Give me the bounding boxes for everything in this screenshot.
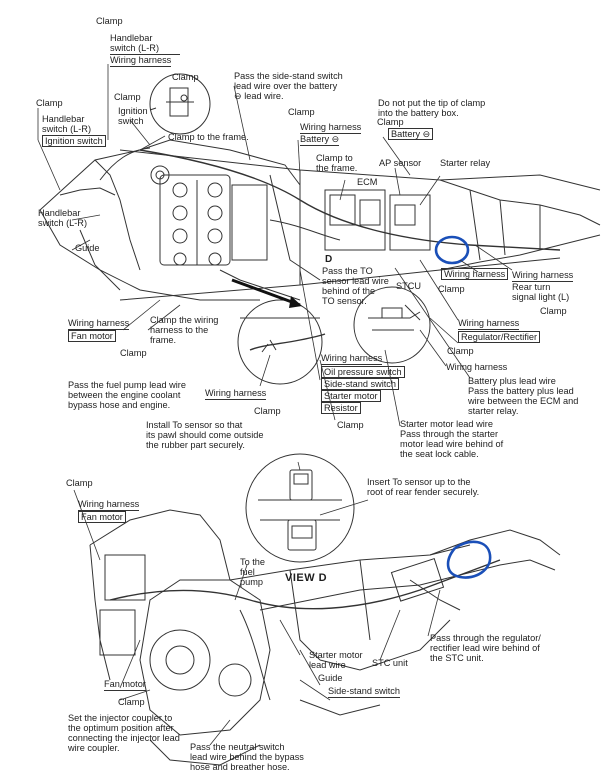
label-clamp-right-top: Clamp	[377, 117, 404, 127]
label-wiring-harness-inset: Wiring harness	[205, 388, 267, 400]
label-wiring-harness-bottom: Wiring harness	[78, 499, 140, 511]
label-view-d: VIEW D	[285, 572, 328, 584]
label-clamp-reg: Clamp	[447, 346, 474, 356]
label-ecm: ECM	[357, 177, 378, 187]
view-d-inset	[245, 453, 355, 563]
label-ignition-switch: Ignition switch	[118, 106, 148, 126]
label-oil-pressure-switch: Oil pressure switch	[321, 366, 405, 378]
arrow-head	[289, 296, 302, 308]
label-battery-minus-mid: Battery ⊖	[300, 134, 340, 146]
label-fan-motor-bottom: Fan motor	[78, 511, 126, 523]
label-clamp-to-frame-1: Clamp to the frame.	[168, 132, 249, 142]
inset-clamp-ignition	[149, 73, 211, 135]
label-wiring-harness-rear: Wiring harness	[441, 268, 509, 280]
label-to-sensor-install: Install To sensor so that its pawl shoul…	[146, 420, 264, 450]
label-insert-to-sensor: Insert To sensor up to the root of rear …	[367, 477, 480, 497]
label-wiring-harness-reg2: Wiring harness	[446, 362, 508, 372]
top-frame-drawing	[39, 139, 601, 301]
label-clamp-lower: Clamp	[118, 697, 145, 707]
label-clamp-to-frame-2: Clamp to the frame.	[316, 153, 358, 173]
label-stcu: STCU	[396, 281, 422, 291]
label-neutral-switch-note: Pass the neutral switch lead wire behind…	[190, 742, 304, 772]
label-rear-turn-signal: Rear turn signal light (L)	[512, 282, 570, 302]
label-wiring-harness-rt: Wiring harness	[512, 270, 574, 282]
label-clamp-ign: Clamp	[114, 92, 141, 102]
label-clamp-mid: Clamp	[288, 107, 315, 117]
label-side-stand-note: Pass the side-stand switch lead wire ove…	[234, 71, 343, 101]
label-fuel-pump-note: Pass the fuel pump lead wire between the…	[68, 380, 186, 410]
label-side-stand-switch-bottom: Side-stand switch	[328, 686, 401, 698]
inset-clamp-harness	[237, 299, 326, 385]
label-clamp-wiring-note: Clamp the wiring harness to the frame.	[150, 315, 219, 345]
label-starter-motor-lead: Starter motor lead wire	[309, 650, 363, 670]
label-clamp-tip-note: Do not put the tip of clamp into the bat…	[378, 98, 486, 118]
label-clamp-fan: Clamp	[120, 348, 147, 358]
bottom-frame-drawing	[89, 509, 561, 766]
label-battery-plus-note: Battery plus lead wire Pass the battery …	[468, 376, 579, 416]
label-regulator-pass-note: Pass through the regulator/ rectifier le…	[430, 633, 541, 663]
label-clamp-bottom: Clamp	[66, 478, 93, 488]
label-to-sensor-note: Pass the TO sensor lead wire behind of t…	[322, 266, 389, 306]
label-d: D	[325, 254, 333, 265]
label-wiring-harness-regulator: Wiring harness	[458, 318, 520, 330]
label-ap-sensor: AP sensor	[379, 158, 422, 168]
label-handlebar-switch-lr2: Handlebar switch (L-R)	[38, 208, 88, 228]
label-starter-relay: Starter relay	[440, 158, 491, 168]
label-clamp-rt: Clamp	[540, 306, 567, 316]
label-resistor: Resistor	[321, 402, 361, 414]
label-injector-note: Set the injector coupler to the optimum …	[68, 713, 180, 753]
label-stc-unit: STC unit	[372, 658, 408, 668]
label-clamp-tl: Clamp	[96, 16, 123, 26]
label-side-stand-switch-top: Side-stand switch	[321, 378, 400, 390]
label-to-fuel-pump: To the fuel pump	[240, 557, 266, 587]
leader-lines	[37, 64, 513, 746]
label-fan-motor-top: Fan motor	[68, 330, 116, 342]
inset-battery-wiring	[353, 286, 431, 364]
arrow-line	[231, 278, 301, 307]
highlight-marks	[434, 235, 492, 579]
label-battery-minus-right: Battery ⊖	[388, 128, 434, 140]
label-fan-motor-lower: Fan motor	[104, 679, 146, 691]
label-starter-motor-note: Starter motor lead wire Pass through the…	[400, 419, 504, 459]
label-clamp-inset2: Clamp	[254, 406, 281, 416]
label-clamp-rear: Clamp	[438, 284, 465, 294]
highlight-ellipse-top	[434, 235, 470, 265]
highlight-ellipse-bottom	[446, 540, 492, 579]
label-starter-motor-top: Starter motor	[321, 390, 381, 402]
label-guide-bottom: Guide	[318, 673, 343, 683]
label-guide-top: Guide	[75, 243, 100, 253]
label-wiring-harness-mid: Wiring harness	[300, 122, 362, 134]
label-clamp-inset: Clamp	[172, 72, 199, 82]
label-handlebar-switch-tl: Handlebar switch (L-R)	[110, 33, 180, 55]
label-wh-list: Wiring harness	[321, 353, 383, 365]
label-handlebar-switch-left: Handlebar switch (L-R)	[42, 114, 92, 136]
label-clamp-res: Clamp	[337, 420, 364, 430]
label-regulator-rectifier: Regulator/Rectifier	[458, 331, 541, 343]
label-ignition-switch-left: Ignition switch	[42, 135, 106, 147]
label-clamp-left: Clamp	[36, 98, 63, 108]
label-wiring-harness-tl: Wiring harness	[110, 55, 172, 67]
label-wiring-harness-fan: Wiring harness	[68, 318, 130, 330]
